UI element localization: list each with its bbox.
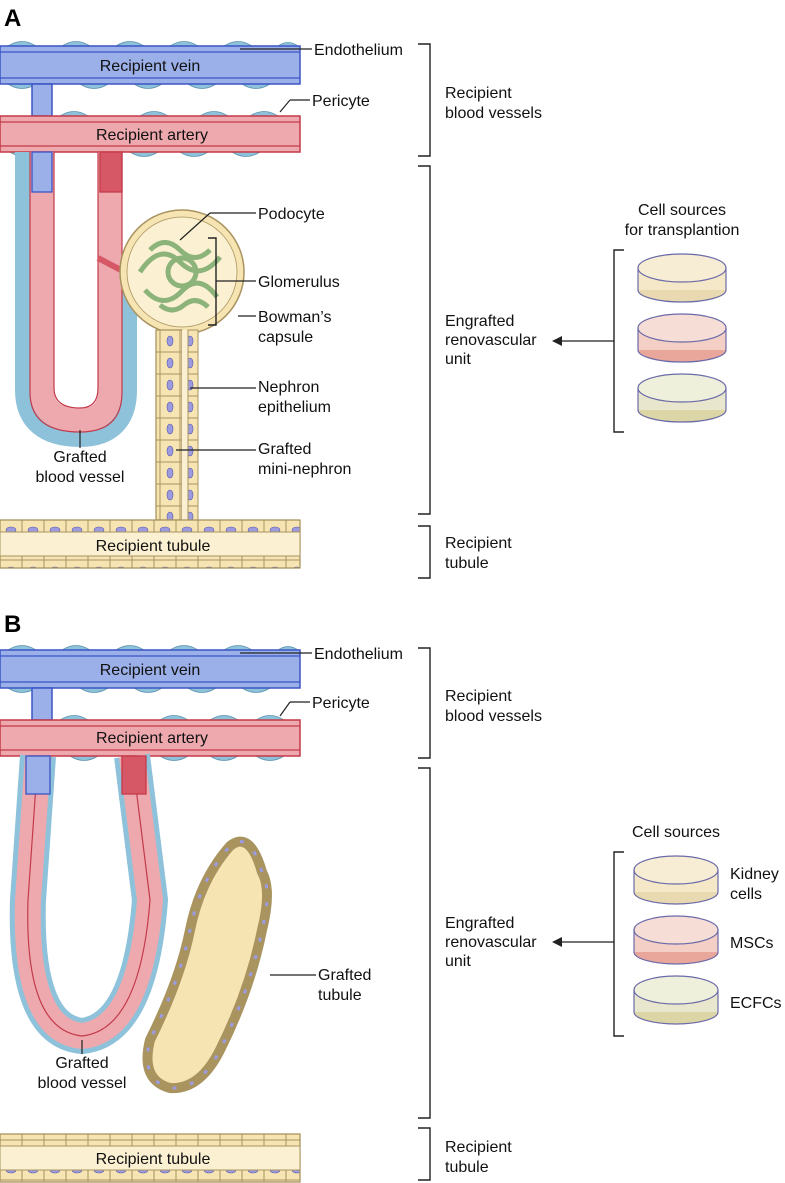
petri-dish-mscs	[633, 915, 719, 965]
endothelium-b-label: Endothelium	[314, 646, 403, 663]
vein-branch	[31, 83, 53, 117]
labels-a: Endothelium Pericyte Podocyte Glomerulus…	[36, 42, 403, 486]
cell-sources-a-label-1: Cell sources	[638, 202, 726, 219]
recipient-artery-b-label: Recipient artery	[96, 730, 208, 747]
kidney-cells-label-2: cells	[730, 886, 762, 903]
petri-dish-1	[637, 253, 727, 303]
petri-dish-kidney	[633, 855, 719, 905]
recipient-vein: Recipient vein	[0, 45, 301, 85]
bracket-unit-b-label-2: renovascular	[445, 934, 537, 951]
bracket-unit-label-3: unit	[445, 351, 471, 368]
grafted-tubule-b	[142, 836, 272, 1094]
panel-a-letter: A	[4, 5, 21, 32]
bracket-tubule-b-label-1: Recipient	[445, 1139, 512, 1156]
bracket-tubule-label-2: tubule	[445, 555, 489, 572]
mscs-label: MSCs	[730, 935, 774, 952]
cell-sources-b: Cell sources Kidney cells MSCs	[552, 824, 782, 1037]
grafted-blood-vessel-b	[9, 753, 169, 1055]
recipient-tubule-b: Recipient tubule	[0, 1133, 301, 1183]
bracket-unit-label-2: renovascular	[445, 332, 537, 349]
recipient-vein-label: Recipient vein	[100, 58, 201, 75]
vein-pericytes	[7, 41, 299, 89]
recipient-artery-b: Recipient artery	[0, 719, 301, 757]
petri-dish-3	[637, 373, 727, 423]
bracket-vessels-b-label-2: blood vessels	[445, 708, 542, 725]
bracket-vessels-label-1: Recipient	[445, 85, 512, 102]
grafted-blood-vessel-label-2: blood vessel	[36, 469, 125, 486]
grafted-blood-vessel-label-1: Grafted	[53, 449, 106, 466]
petri-dish-ecfcs	[633, 975, 719, 1025]
recipient-tubule-b-label: Recipient tubule	[96, 1151, 211, 1168]
recipient-artery-label: Recipient artery	[96, 127, 208, 144]
grafted-tubule-label-2: tubule	[318, 987, 362, 1004]
bracket-vessels-label-2: blood vessels	[445, 105, 542, 122]
pericyte-b-label: Pericyte	[312, 695, 370, 712]
bracket-vessels-b-label-1: Recipient	[445, 688, 512, 705]
recipient-tubule-label: Recipient tubule	[96, 538, 211, 555]
nephron-epithelium-label-2: epithelium	[258, 399, 331, 416]
panel-b-letter: B	[4, 611, 21, 638]
panel-a: A Recipient vein Recipient artery	[0, 5, 740, 579]
bowmans-capsule-label-1: Bowman’s	[258, 309, 332, 326]
bowmans-capsule-label-2: capsule	[258, 329, 313, 346]
cell-sources-b-label: Cell sources	[632, 824, 720, 841]
vein-pericytes-b	[7, 645, 299, 693]
bracket-unit-b-label-1: Engrafted	[445, 915, 514, 932]
cell-sources-a: Cell sources for transplantion	[552, 202, 740, 433]
recipient-vein-b-label: Recipient vein	[100, 662, 201, 679]
petri-dish-2	[637, 313, 727, 363]
brackets-a: Recipient blood vessels Engrafted renova…	[418, 43, 542, 579]
vein-branch-b	[31, 687, 53, 721]
glomerulus-label: Glomerulus	[258, 274, 340, 291]
grafted-mini-nephron-label-1: Grafted	[258, 441, 311, 458]
recipient-artery: Recipient artery	[0, 115, 301, 153]
recipient-vein-b: Recipient vein	[0, 649, 301, 689]
glomerulus-a	[137, 240, 222, 313]
grafted-mini-nephron-label-2: mini-nephron	[258, 461, 351, 478]
cell-sources-a-label-2: for transplantion	[625, 222, 740, 239]
grafted-blood-vessel-b-label-1: Grafted	[55, 1055, 108, 1072]
ecfcs-label: ECFCs	[730, 995, 782, 1012]
artery-pericytes-b	[59, 715, 285, 761]
grafted-tubule-label-1: Grafted	[318, 967, 371, 984]
brackets-b: Recipient blood vessels Engrafted renova…	[418, 647, 542, 1181]
grafted-mini-nephron-a	[155, 329, 199, 521]
endothelium-label: Endothelium	[314, 42, 403, 59]
bracket-unit-label-1: Engrafted	[445, 313, 514, 330]
bowmans-capsule-a	[119, 209, 245, 335]
labels-b: Endothelium Pericyte Grafted tubule Graf…	[38, 646, 403, 1092]
recipient-tubule-a: Recipient tubule	[0, 519, 301, 569]
grafted-blood-vessel-b-label-2: blood vessel	[38, 1075, 127, 1092]
podocyte-label: Podocyte	[258, 206, 325, 223]
bracket-tubule-b-label-2: tubule	[445, 1159, 489, 1176]
nephron-epithelium-label-1: Nephron	[258, 379, 319, 396]
bracket-tubule-label-1: Recipient	[445, 535, 512, 552]
panel-b: B Recipient vein Recipient artery	[0, 611, 782, 1183]
bracket-unit-b-label-3: unit	[445, 953, 471, 970]
kidney-cells-label-1: Kidney	[730, 866, 779, 883]
pericyte-label: Pericyte	[312, 93, 370, 110]
